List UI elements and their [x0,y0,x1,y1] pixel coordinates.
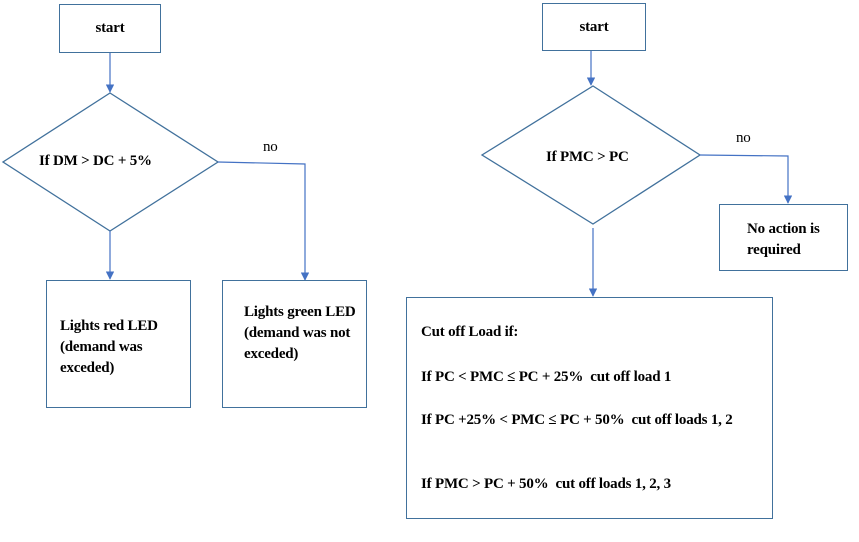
right-no-action-text: No action is required [747,221,820,258]
right-start-label: start [579,18,609,35]
right-start-box: start [542,3,646,51]
left-no-box-text: Lights green LED (demand was not exceded… [244,304,356,362]
right-decision-diamond [480,85,702,225]
left-start-label: start [95,20,125,36]
cutoff-rule-2: If PC +25% < PMC ≤ PC + 50% cut off load… [421,412,733,428]
right-decision-label: If PMC > PC [546,149,629,165]
left-arrow-no [217,161,310,281]
cutoff-title: Cut off Load if: [421,324,519,340]
left-decision-label: If DM > DC + 5% [39,153,152,169]
cutoff-rule-3: If PMC > PC + 50% cut off loads 1, 2, 3 [421,476,671,492]
left-start-box: start [59,4,161,53]
left-no-label: no [263,139,278,155]
left-yes-box: Lights red LED (demand was exceded) [46,280,191,408]
left-no-box: Lights green LED (demand was not exceded… [222,280,367,408]
right-no-action-box: No action is required [719,204,848,271]
cutoff-rule-1: If PC < PMC ≤ PC + 25% cut off load 1 [421,369,672,385]
cutoff-box: Cut off Load if: If PC < PMC ≤ PC + 25% … [406,297,773,519]
right-no-label: no [736,130,751,146]
right-arrow-no [699,154,793,204]
left-yes-box-text: Lights red LED (demand was exceded) [60,318,158,376]
